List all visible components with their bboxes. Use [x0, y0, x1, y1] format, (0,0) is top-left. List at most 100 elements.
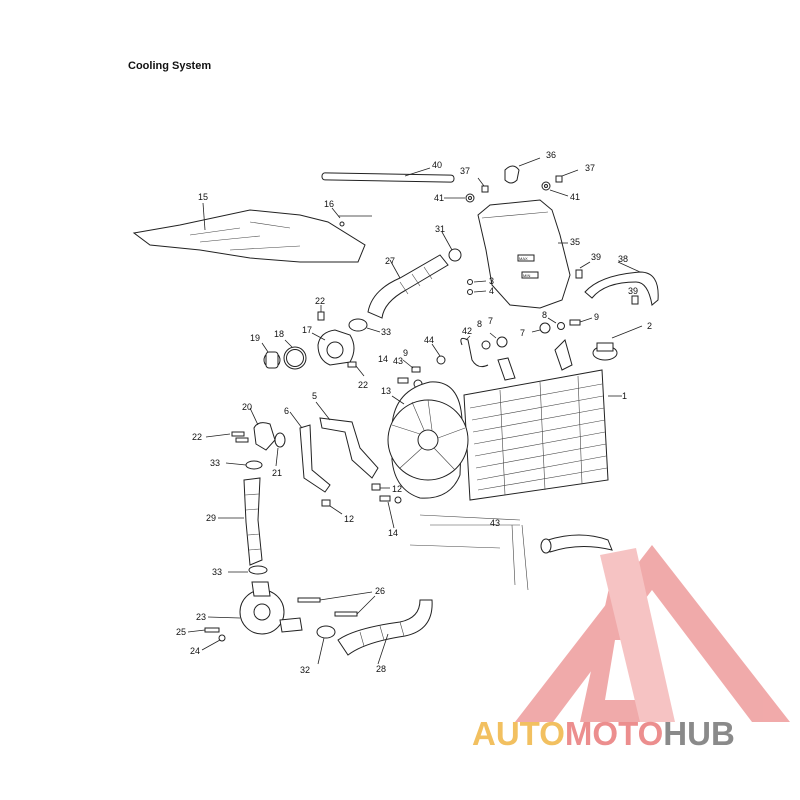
callout-41-right: 41	[570, 192, 580, 202]
watermark-moto: MOTO	[564, 715, 664, 752]
callout-12-upper: 12	[392, 484, 402, 494]
part-31-clamp	[441, 231, 462, 262]
part-26-bolts	[297, 591, 376, 617]
callout-4: 4	[489, 286, 494, 296]
callout-labels: 1 2 3 4 5 6 7 7 8 8 9 9 12 12 13 14 14 1…	[176, 150, 652, 675]
callout-22-top: 22	[315, 296, 325, 306]
part-3-4-screws	[467, 279, 487, 295]
part-38-overflow-hose	[584, 261, 659, 306]
part-25-bolt	[187, 627, 220, 633]
part-27-upper-hose	[367, 254, 449, 319]
callout-12-lower: 12	[344, 514, 354, 524]
callout-43-upper: 43	[393, 356, 403, 366]
part-44-washer	[431, 343, 446, 365]
part-lower-hose-right	[540, 534, 613, 554]
tank-max-label: MAX	[519, 256, 528, 261]
tank-min-label: MIN	[523, 273, 530, 278]
callout-5: 5	[312, 391, 317, 401]
callout-19: 19	[250, 333, 260, 343]
callout-2: 2	[647, 321, 652, 331]
callout-16: 16	[324, 199, 334, 209]
callout-28: 28	[376, 664, 386, 674]
part-17-thermostat-housing	[311, 329, 355, 366]
callout-43-lower: 43	[490, 518, 500, 528]
part-22-bolts-outlet	[205, 431, 249, 443]
part-36-hose-clip	[504, 157, 541, 184]
part-20-outlet	[249, 407, 276, 451]
part-5-bracket	[315, 401, 379, 479]
callout-42: 42	[462, 326, 472, 336]
callout-21: 21	[272, 468, 282, 478]
callout-6: 6	[284, 406, 289, 416]
part-39-clamps	[575, 261, 639, 305]
callout-9-right: 9	[594, 312, 599, 322]
part-1-radiator	[463, 339, 622, 501]
callout-23: 23	[196, 612, 206, 622]
part-23-water-pump	[207, 581, 303, 635]
part-2-radiator-cap	[592, 325, 643, 361]
callout-7-left: 7	[488, 316, 493, 326]
callout-39-upper: 39	[591, 252, 601, 262]
callout-20: 20	[242, 402, 252, 412]
part-33-clamp-upper	[348, 318, 381, 333]
callout-22-middle: 22	[358, 380, 368, 390]
callout-14-upper: 14	[378, 354, 388, 364]
watermark-logo-text: AUTOMOTOHUB	[472, 715, 735, 753]
callout-31: 31	[435, 224, 445, 234]
callout-32: 32	[300, 665, 310, 675]
part-13-fan	[387, 381, 469, 499]
callout-35: 35	[570, 237, 580, 247]
watermark-hub: HUB	[663, 715, 735, 752]
callout-27: 27	[385, 256, 395, 266]
part-21-o-ring	[274, 432, 286, 467]
callout-40: 40	[432, 160, 442, 170]
callout-3: 3	[489, 276, 494, 286]
callout-37-left: 37	[460, 166, 470, 176]
part-18-o-ring	[283, 339, 307, 370]
callout-33-lower: 33	[212, 567, 222, 577]
callout-41-left: 41	[434, 193, 444, 203]
callout-7-right: 7	[520, 328, 525, 338]
callout-36: 36	[546, 150, 556, 160]
callout-13: 13	[381, 386, 391, 396]
callout-22-left: 22	[192, 432, 202, 442]
callout-38: 38	[618, 254, 628, 264]
callout-18: 18	[274, 329, 284, 339]
callout-15: 15	[198, 192, 208, 202]
part-7-8-grommets	[481, 317, 565, 350]
part-9-bolt-right	[569, 317, 593, 326]
callout-14-lower: 14	[388, 528, 398, 538]
callout-24: 24	[190, 646, 200, 656]
part-32-clamp	[316, 625, 336, 665]
callout-25: 25	[176, 627, 186, 637]
part-41-washers	[444, 181, 569, 203]
callout-9-left: 9	[403, 348, 408, 358]
callout-26: 26	[375, 586, 385, 596]
callout-33-upper: 33	[381, 327, 391, 337]
callout-29: 29	[206, 513, 216, 523]
watermark-logo-mark	[515, 545, 790, 722]
callout-44: 44	[424, 335, 434, 345]
part-19-thermostat	[261, 342, 281, 369]
page-title: Cooling System	[128, 60, 212, 72]
callout-37-right: 37	[585, 163, 595, 173]
callout-17: 17	[302, 325, 312, 335]
watermark-auto: AUTO	[472, 715, 565, 752]
callout-8-right: 8	[542, 310, 547, 320]
part-22-bolts-upper	[317, 305, 365, 377]
part-28-lower-hose	[337, 599, 433, 665]
part-15-undertray	[132, 202, 366, 263]
part-33-clamps-lower	[225, 460, 268, 575]
part-42-wiring	[460, 335, 489, 368]
callout-33-middle: 33	[210, 458, 220, 468]
part-14-43-hardware-lower	[379, 495, 529, 591]
part-24-washer	[201, 634, 226, 651]
callout-8-left: 8	[477, 319, 482, 329]
part-40-rod	[321, 167, 455, 183]
part-12-grommets	[321, 483, 390, 515]
callout-39-lower: 39	[628, 286, 638, 296]
part-37-screws	[477, 169, 579, 193]
part-29-hose	[218, 477, 263, 566]
part-35-expansion-tank	[477, 199, 571, 309]
